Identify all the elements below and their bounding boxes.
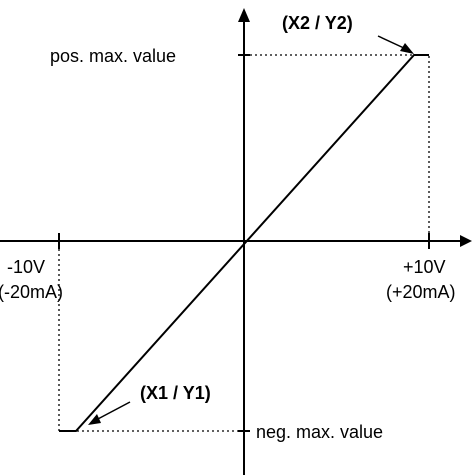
callout-arrowhead-bottom [88,414,101,425]
characteristic-line [59,54,429,432]
x-neg-current-label: (-20mA) [0,282,63,302]
point-top-label: (X2 / Y2) [282,13,353,33]
x-neg-voltage-label: -10V [7,257,45,277]
callout-arrowhead-top [400,43,414,54]
neg-max-label: neg. max. value [256,422,383,442]
x-pos-voltage-label: +10V [403,257,446,277]
x-axis-arrowhead [460,235,472,247]
guide-bottom [58,249,238,432]
callout-arrow-bottom [95,401,131,421]
point-bottom-label: (X1 / Y1) [140,383,211,403]
x-pos-current-label: (+20mA) [386,282,456,302]
callout-arrow-top [377,35,407,50]
y-axis-arrowhead [238,8,250,22]
pos-max-label: pos. max. value [50,46,176,66]
